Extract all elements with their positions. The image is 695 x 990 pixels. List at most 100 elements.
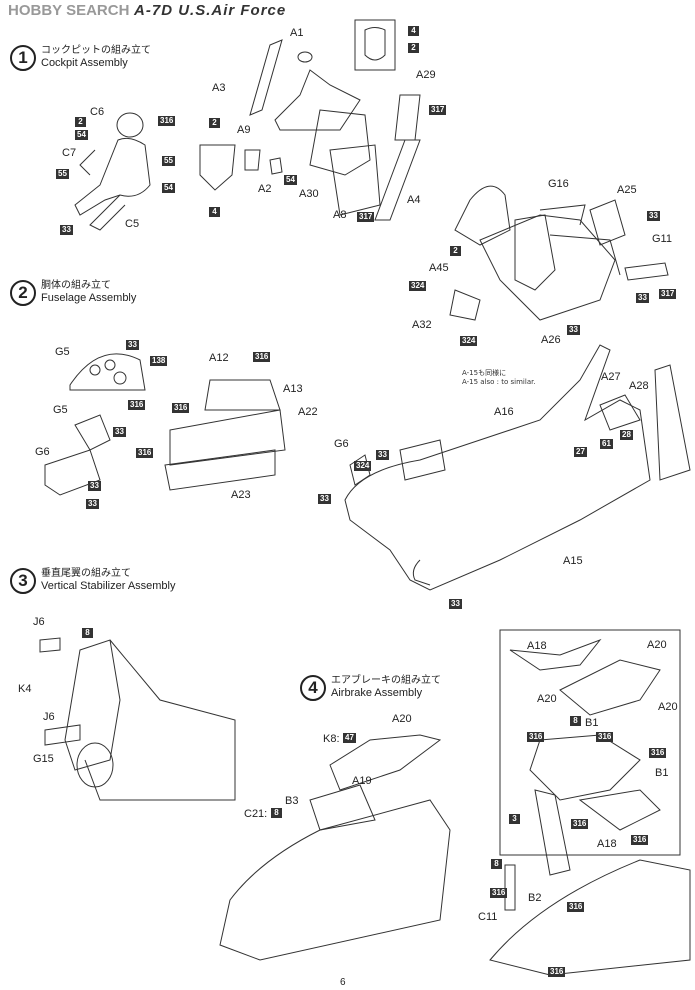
color-code: 33 bbox=[318, 494, 331, 504]
part-label: A20 bbox=[392, 713, 412, 725]
step-en: Cockpit Assembly bbox=[41, 57, 128, 69]
part-label: B2 bbox=[528, 892, 542, 904]
color-code: 2 bbox=[450, 246, 461, 256]
color-code: 316 bbox=[128, 400, 146, 410]
part-label: A45 bbox=[429, 262, 449, 274]
step-3-heading: 3 垂直尾翼の組み立て Vertical Stabilizer Assembly bbox=[10, 568, 176, 594]
part-label: A1 bbox=[290, 27, 304, 39]
part-label: A27 bbox=[601, 371, 621, 383]
color-code: 316 bbox=[136, 448, 154, 458]
color-code: 316 bbox=[649, 748, 667, 758]
part-label: K8: bbox=[323, 733, 340, 745]
color-code: 4 bbox=[408, 26, 419, 36]
part-label: J6 bbox=[43, 711, 55, 723]
part-label: A25 bbox=[617, 184, 637, 196]
color-code: 316 bbox=[172, 403, 190, 413]
part-label: A32 bbox=[412, 319, 432, 331]
color-code: 33 bbox=[449, 599, 462, 609]
page-header: HOBBY SEARCH A-7D U.S.Air Force bbox=[8, 2, 286, 19]
color-code: 33 bbox=[636, 293, 649, 303]
similar-note: A-15も同様に A-15 also : to similar. bbox=[462, 369, 536, 387]
page-number: 6 bbox=[340, 977, 346, 988]
color-code: 317 bbox=[357, 212, 375, 222]
step-4-heading: 4 エアブレーキの組み立て Airbrake Assembly bbox=[300, 675, 441, 701]
color-code: 28 bbox=[620, 430, 633, 440]
color-code: 33 bbox=[567, 325, 580, 335]
color-code: 138 bbox=[150, 356, 168, 366]
color-code: 316 bbox=[490, 888, 508, 898]
part-label: A8 bbox=[333, 209, 347, 221]
part-label: G15 bbox=[33, 753, 54, 765]
step-jp: 垂直尾翼の組み立て bbox=[41, 568, 131, 579]
color-code: 8 bbox=[491, 859, 502, 869]
cockpit-tub bbox=[449, 185, 669, 321]
step-number: 2 bbox=[10, 280, 36, 306]
color-code: 3 bbox=[509, 814, 520, 824]
part-label: J6 bbox=[33, 616, 45, 628]
part-label: G6 bbox=[35, 446, 50, 458]
part-label: C5 bbox=[125, 218, 140, 230]
part-label: A22 bbox=[298, 406, 318, 418]
fuselage-sections bbox=[164, 379, 286, 491]
part-label: A26 bbox=[541, 334, 561, 346]
color-code: 2 bbox=[209, 118, 220, 128]
main-fuselage bbox=[344, 344, 691, 591]
color-code: 316 bbox=[253, 352, 271, 362]
color-code: 316 bbox=[158, 116, 176, 126]
part-label: A4 bbox=[407, 194, 421, 206]
color-code: 54 bbox=[162, 183, 175, 193]
color-code: 316 bbox=[596, 732, 614, 742]
part-label: A20 bbox=[647, 639, 667, 651]
color-code: 54 bbox=[75, 130, 88, 140]
model-title: A-7D U.S.Air Force bbox=[134, 2, 287, 19]
watermark: HOBBY SEARCH bbox=[8, 2, 130, 19]
part-label: A13 bbox=[283, 383, 303, 395]
part-label: A18 bbox=[597, 838, 617, 850]
step-jp: コックピットの組み立て bbox=[41, 45, 151, 56]
part-label: A16 bbox=[494, 406, 514, 418]
color-code: 55 bbox=[162, 156, 175, 166]
color-code: 33 bbox=[60, 225, 73, 235]
part-label: A18 bbox=[527, 640, 547, 652]
part-label: B3 bbox=[285, 795, 299, 807]
part-label: B1 bbox=[655, 767, 669, 779]
part-label: A20 bbox=[658, 701, 678, 713]
color-code: 55 bbox=[56, 169, 69, 179]
step-en: Vertical Stabilizer Assembly bbox=[41, 580, 176, 592]
color-code: 8 bbox=[271, 808, 282, 818]
part-label: G11 bbox=[652, 233, 672, 245]
part-label: B1 bbox=[585, 717, 599, 729]
part-label: C11 bbox=[478, 911, 498, 923]
step-number: 3 bbox=[10, 568, 36, 594]
color-code: 316 bbox=[631, 835, 649, 845]
part-label: A20 bbox=[537, 693, 557, 705]
step-en: Fuselage Assembly bbox=[41, 292, 137, 304]
color-code: 316 bbox=[548, 967, 566, 977]
color-code: 33 bbox=[88, 481, 101, 491]
part-label: A23 bbox=[231, 489, 251, 501]
part-label: A15 bbox=[563, 555, 583, 567]
color-code: 33 bbox=[126, 340, 139, 350]
color-code: 316 bbox=[527, 732, 545, 742]
part-label: C21: bbox=[244, 808, 268, 820]
part-label: C6 bbox=[90, 106, 105, 118]
step-en: Airbrake Assembly bbox=[331, 687, 423, 699]
color-code: 316 bbox=[571, 819, 589, 829]
pilot-figure bbox=[74, 112, 151, 231]
color-code: 61 bbox=[600, 439, 613, 449]
step-jp: 胴体の組み立て bbox=[41, 280, 111, 291]
color-code: 33 bbox=[376, 450, 389, 460]
color-code: 4 bbox=[209, 207, 220, 217]
part-label: A29 bbox=[416, 69, 436, 81]
color-code: 8 bbox=[570, 716, 581, 726]
color-code: 316 bbox=[567, 902, 585, 912]
ejection-seat-parts bbox=[199, 19, 421, 221]
instrument-panel bbox=[44, 353, 146, 496]
part-label: G16 bbox=[548, 178, 569, 190]
part-label: A12 bbox=[209, 352, 229, 364]
step-number: 1 bbox=[10, 45, 36, 71]
note-en: A-15 also : to similar. bbox=[462, 378, 536, 386]
part-label: A2 bbox=[258, 183, 272, 195]
color-code: 2 bbox=[408, 43, 419, 53]
